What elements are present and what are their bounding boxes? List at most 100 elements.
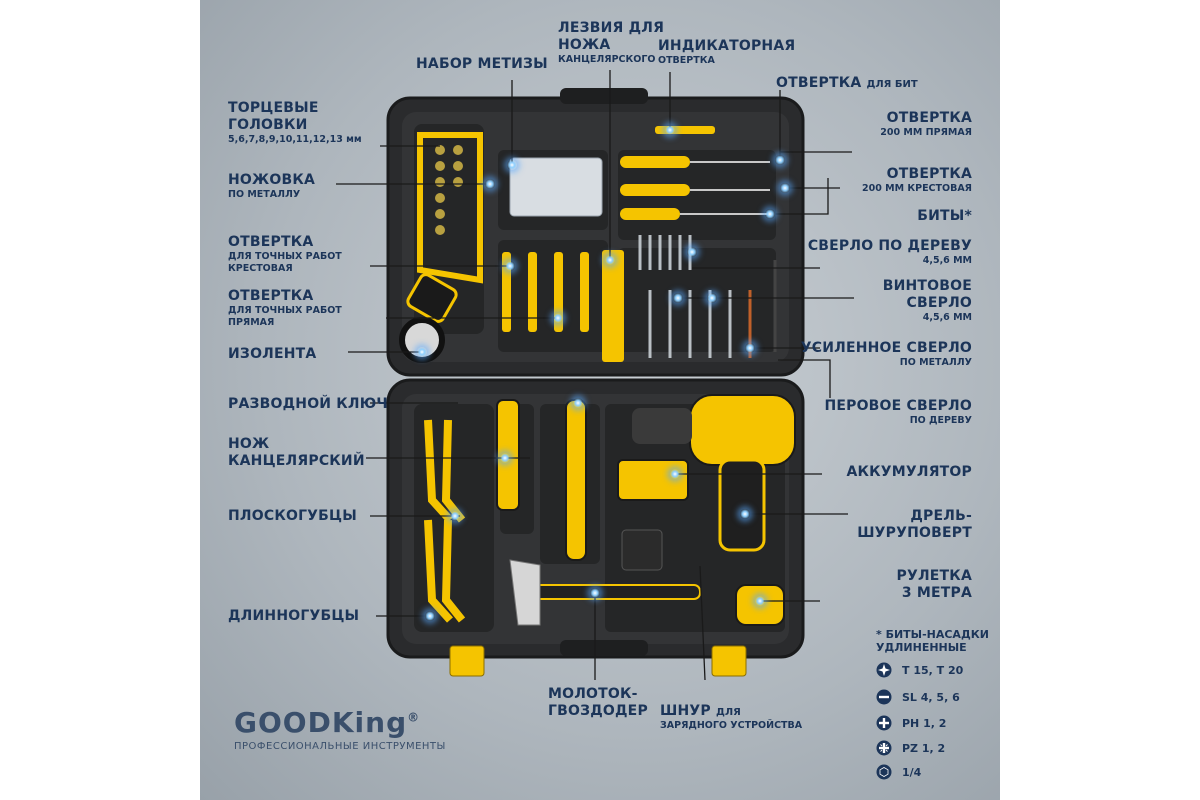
label-hammer-line1: МОЛОТОК-	[548, 686, 638, 702]
marker-dot	[755, 596, 765, 606]
footnote-row-slotted: SL 4, 5, 6	[876, 689, 960, 705]
label-indicator-line1: ИНДИКАТОРНАЯ	[658, 38, 796, 54]
marker-dot	[670, 469, 680, 479]
slotted-icon	[876, 689, 892, 705]
label-measure-line2: 3 МЕТРА	[901, 585, 972, 601]
label-cord-sub: ЗАРЯДНОГО УСТРОЙСТВА	[660, 720, 803, 731]
label-precision-flat: ОТВЕРТКА ДЛЯ ТОЧНЫХ РАБОТ ПРЯМАЯ	[228, 288, 342, 329]
label-blades: ЛЕЗВИЯ ДЛЯ НОЖА КАНЦЕЛЯРСКОГО	[558, 20, 664, 66]
label-precision-phillips-sub2: КРЕСТОВАЯ	[228, 263, 293, 274]
label-hacksaw-sub: ПО МЕТАЛЛУ	[228, 189, 301, 200]
blade-pack	[602, 250, 624, 362]
bits-footnote: * БИТЫ-НАСАДКИ УДЛИНЕННЫЕ	[876, 628, 996, 654]
label-spade-drill-sub: ПО ДЕРЕВУ	[909, 415, 972, 426]
hacksaw	[406, 132, 483, 323]
label-precision-phillips: ОТВЕРТКА ДЛЯ ТОЧНЫХ РАБОТ КРЕСТОВАЯ	[228, 234, 342, 275]
marker-dot	[507, 160, 517, 170]
marker-dot	[707, 293, 717, 303]
marker-dot	[425, 611, 435, 621]
pozidriv-icon	[876, 740, 892, 756]
label-wrench: РАЗВОДНОЙ КЛЮЧ	[228, 396, 388, 412]
label-sockets: ТОРЦЕВЫЕ ГОЛОВКИ 5,6,7,8,9,10,11,12,13 м…	[228, 100, 362, 146]
label-flat-200: ОТВЕРТКА 200 ММ ПРЯМАЯ	[880, 110, 972, 139]
label-metal-drill-line1: УСИЛЕННОЕ СВЕРЛО	[800, 340, 972, 356]
label-longnose: ДЛИННОГУБЦЫ	[228, 608, 360, 624]
marker-dot	[573, 398, 583, 408]
leader-lines	[336, 70, 854, 681]
charger	[621, 529, 663, 571]
label-indicator-sub: ОТВЕРТКА	[658, 55, 715, 66]
marker-dot	[605, 255, 615, 265]
label-knife: НОЖ КАНЦЕЛЯРСКИЙ	[228, 436, 365, 470]
label-precision-phillips-line1: ОТВЕРТКА	[228, 234, 314, 250]
label-bit-driver: ОТВЕРТКА ДЛЯ БИТ	[776, 72, 918, 92]
label-screw-drill: ВИНТОВОЕ СВЕРЛО 4,5,6 ММ	[883, 278, 972, 324]
marker-dot	[505, 261, 515, 271]
brand-wordmark: GOODKing®	[234, 706, 446, 739]
label-metal-drill: УСИЛЕННОЕ СВЕРЛО ПО МЕТАЛЛУ	[801, 340, 972, 369]
label-screw-drill-line2: СВЕРЛО	[906, 295, 972, 311]
label-screw-drill-sub: 4,5,6 ММ	[922, 312, 972, 323]
label-precision-flat-sub1: ДЛЯ ТОЧНЫХ РАБОТ	[228, 305, 342, 316]
label-drill-line1: ДРЕЛЬ-	[910, 508, 972, 524]
label-hacksaw-line1: НОЖОВКА	[228, 172, 316, 188]
label-cord-inline: ДЛЯ	[715, 707, 741, 718]
footnote-row-hex: 1/4	[876, 764, 921, 780]
marker-dot	[780, 183, 790, 193]
label-wood-drill-sub: 4,5,6 ММ	[922, 255, 972, 266]
label-indicator: ИНДИКАТОРНАЯ ОТВЕРТКА	[658, 38, 795, 67]
marker-dot	[687, 247, 697, 257]
label-knife-line2: КАНЦЕЛЯРСКИЙ	[228, 453, 365, 469]
label-wood-drill-line1: СВЕРЛО ПО ДЕРЕВУ	[807, 238, 972, 254]
footnote-row-text: PZ 1, 2	[902, 741, 946, 755]
hammer	[509, 559, 701, 626]
marker-dot	[673, 293, 683, 303]
label-wood-drill: СВЕРЛО ПО ДЕРЕВУ 4,5,6 ММ	[808, 238, 972, 267]
label-flat-200-sub: 200 ММ ПРЯМАЯ	[880, 127, 972, 138]
latch-left	[449, 645, 485, 677]
label-phillips-200-line1: ОТВЕРТКА	[886, 166, 972, 182]
brand-part2: King	[331, 706, 408, 739]
brand-slogan: ПРОФЕССИОНАЛЬНЫЕ ИНСТРУМЕНТЫ	[234, 741, 446, 752]
registered-mark: ®	[407, 710, 421, 725]
label-precision-flat-sub2: ПРЯМАЯ	[228, 317, 275, 328]
label-spade-drill: ПЕРОВОЕ СВЕРЛО ПО ДЕРЕВУ	[824, 398, 972, 427]
insulating-tape	[399, 317, 445, 363]
label-blades-line2: НОЖА	[558, 37, 611, 53]
longnose-pliers	[424, 519, 466, 623]
phillips-icon	[876, 715, 892, 731]
footnote-row-text: 1/4	[902, 765, 922, 779]
footnote-row-text: PH 1, 2	[902, 716, 947, 730]
footnote-row-pozidriv: PZ 1, 2	[876, 740, 945, 756]
label-battery: АККУМУЛЯТОР	[846, 464, 972, 480]
marker-dot	[745, 343, 755, 353]
label-drill-line2: ШУРУПОВЕРТ	[857, 525, 972, 541]
label-measure: РУЛЕТКА 3 МЕТРА	[897, 568, 972, 602]
label-tape: ИЗОЛЕНТА	[228, 346, 317, 362]
battery	[617, 459, 689, 501]
infographic-panel: ТОРЦЕВЫЕ ГОЛОВКИ 5,6,7,8,9,10,11,12,13 м…	[200, 0, 1000, 800]
label-drill: ДРЕЛЬ- ШУРУПОВЕРТ	[857, 508, 972, 542]
label-precision-flat-line1: ОТВЕРТКА	[228, 288, 314, 304]
label-cord: ШНУР ДЛЯ ЗАРЯДНОГО УСТРОЙСТВА	[660, 700, 802, 732]
marker-dot	[450, 511, 460, 521]
cordless-drill	[632, 394, 796, 552]
torx-icon	[876, 662, 892, 678]
marker-dot	[765, 209, 775, 219]
footnote-row-torx: T 15, T 20	[876, 662, 963, 678]
label-bits: БИТЫ*	[917, 208, 972, 224]
precision-screwdrivers	[502, 252, 589, 332]
label-blades-line1: ЛЕЗВИЯ ДЛЯ	[558, 20, 665, 36]
label-sockets-sub: 5,6,7,8,9,10,11,12,13 мм	[228, 134, 362, 145]
latch-right	[711, 645, 747, 677]
adjustable-wrench	[565, 399, 587, 561]
label-screw-drill-line1: ВИНТОВОЕ	[882, 278, 972, 294]
case-lid	[386, 88, 805, 377]
label-phillips-200: ОТВЕРТКА 200 ММ КРЕСТОВАЯ	[862, 166, 972, 195]
brand-part1: GOOD	[234, 706, 332, 739]
label-hammer: МОЛОТОК- ГВОЗДОДЕР	[548, 686, 648, 720]
label-hammer-line2: ГВОЗДОДЕР	[548, 703, 648, 719]
label-sockets-line1: ТОРЦЕВЫЕ	[228, 100, 319, 116]
label-precision-phillips-sub1: ДЛЯ ТОЧНЫХ РАБОТ	[228, 251, 342, 262]
label-blades-sub: КАНЦЕЛЯРСКОГО	[558, 54, 656, 65]
